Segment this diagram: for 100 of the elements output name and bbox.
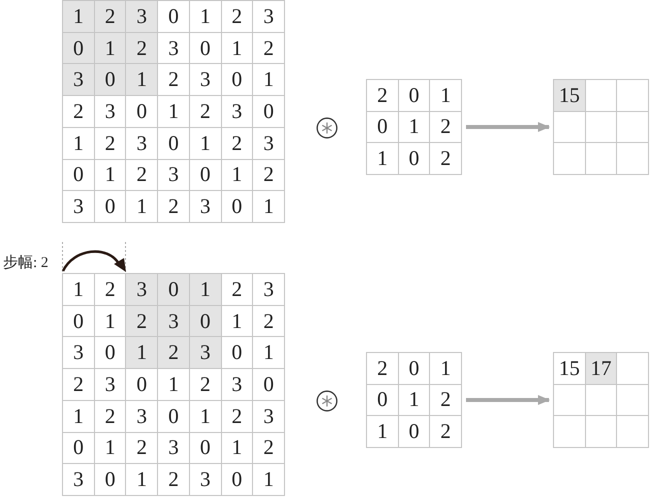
matrix-cell: 0 <box>222 464 254 496</box>
matrix-cell: 2 <box>253 32 285 64</box>
matrix-cell: 0 <box>158 128 190 160</box>
matrix-cell: 1 <box>222 432 254 464</box>
matrix-cell: 1 <box>190 274 222 306</box>
matrix-cell: 1 <box>222 32 254 64</box>
matrix-cell: 3 <box>126 128 158 160</box>
matrix-cell: 3 <box>158 160 190 192</box>
matrix-cell: 2 <box>253 306 285 338</box>
matrix-cell: 1 <box>158 369 190 401</box>
matrix-cell: 2 <box>430 384 462 416</box>
output-matrix <box>553 352 649 448</box>
output-matrix <box>553 79 649 175</box>
matrix-cell: 3 <box>63 191 95 223</box>
matrix-cell: 2 <box>190 369 222 401</box>
stride-label: 步幅: 2 <box>3 254 48 272</box>
matrix-cell: 3 <box>94 369 126 401</box>
matrix-cell: 1 <box>430 80 462 112</box>
matrix-cell: 2 <box>158 64 190 96</box>
matrix-cell: 2 <box>367 80 399 112</box>
matrix-cell: 3 <box>126 274 158 306</box>
matrix-cell: 3 <box>190 464 222 496</box>
matrix-cell: 1 <box>94 160 126 192</box>
matrix-cell: 0 <box>94 464 126 496</box>
matrix-cell: 3 <box>253 274 285 306</box>
matrix-cell: 2 <box>158 337 190 370</box>
matrix-cell: 0 <box>190 432 222 464</box>
matrix-cell: 2 <box>367 353 399 385</box>
matrix-cell: 1 <box>253 64 285 96</box>
matrix-cell: 1 <box>398 112 430 144</box>
matrix-cell: 0 <box>190 306 222 338</box>
matrix-cell: 0 <box>63 32 95 64</box>
arrow <box>466 122 550 132</box>
matrix-cell: 1 <box>190 400 222 433</box>
matrix-cell: 2 <box>430 112 462 144</box>
arrow <box>466 395 550 405</box>
matrix-cell: 3 <box>253 1 285 33</box>
matrix-cell: 1 <box>430 353 462 385</box>
matrix-cell: 0 <box>367 384 399 416</box>
matrix-cell: 17 <box>586 353 618 385</box>
matrix-cell: 2 <box>126 32 158 64</box>
matrix-cell: 3 <box>158 432 190 464</box>
matrix-cell: 2 <box>222 400 254 433</box>
matrix-cell: 0 <box>398 143 430 175</box>
matrix-cell: 15 <box>554 80 586 112</box>
matrix-cell: 2 <box>190 96 222 128</box>
matrix-cell: 1 <box>190 1 222 33</box>
matrix-cell: 2 <box>222 274 254 306</box>
matrix-cell: 2 <box>126 432 158 464</box>
matrix-cell: 3 <box>190 337 222 370</box>
matrix-cell: 0 <box>94 64 126 96</box>
matrix-cell: 1 <box>63 128 95 160</box>
matrix-cell: 2 <box>222 128 254 160</box>
matrix-cell: 0 <box>63 306 95 338</box>
matrix-cell: 0 <box>222 337 254 370</box>
matrix-cell: 1 <box>253 464 285 496</box>
matrix-cell: 1 <box>222 160 254 192</box>
matrix-cell: 0 <box>190 160 222 192</box>
matrix-cell: 0 <box>158 274 190 306</box>
matrix-cell: 0 <box>253 96 285 128</box>
matrix-cell: 1 <box>253 337 285 370</box>
matrix-cell: 3 <box>158 32 190 64</box>
matrix-cell: 0 <box>63 160 95 192</box>
matrix-cell: 0 <box>222 191 254 223</box>
matrix-cell: 1 <box>190 128 222 160</box>
matrix-cell: 2 <box>158 464 190 496</box>
matrix-cell: 0 <box>253 369 285 401</box>
matrix-cell: 1 <box>126 191 158 223</box>
matrix-cell: 3 <box>253 128 285 160</box>
matrix-cell: 2 <box>253 432 285 464</box>
matrix-cell: 3 <box>222 96 254 128</box>
matrix-cell: 2 <box>94 1 126 33</box>
input-matrix <box>62 0 285 223</box>
matrix-cell: 0 <box>367 112 399 144</box>
matrix-cell: 0 <box>190 32 222 64</box>
matrix-cell: 0 <box>398 80 430 112</box>
matrix-cell: 0 <box>222 64 254 96</box>
matrix-cell: 1 <box>126 464 158 496</box>
matrix-cell: 1 <box>253 191 285 223</box>
matrix-cell: 1 <box>94 432 126 464</box>
matrix-cell: 3 <box>63 464 95 496</box>
matrix-cell: 1 <box>126 64 158 96</box>
matrix-cell: 0 <box>63 432 95 464</box>
matrix-cell: 0 <box>158 400 190 433</box>
matrix-cell: 2 <box>94 400 126 433</box>
matrix-cell: 1 <box>222 306 254 338</box>
matrix-cell: 2 <box>253 160 285 192</box>
matrix-cell: 1 <box>94 32 126 64</box>
matrix-cell: 3 <box>126 1 158 33</box>
matrix-cell: 1 <box>158 96 190 128</box>
matrix-cell: 0 <box>158 1 190 33</box>
matrix-cell: 3 <box>94 96 126 128</box>
filter-matrix <box>366 352 462 448</box>
matrix-cell: 2 <box>158 191 190 223</box>
matrix-cell: 1 <box>63 400 95 433</box>
matrix-cell: 3 <box>190 191 222 223</box>
matrix-cell: 1 <box>63 1 95 33</box>
matrix-cell: 1 <box>367 143 399 175</box>
matrix-cell: 3 <box>222 369 254 401</box>
matrix-cell: 2 <box>222 1 254 33</box>
